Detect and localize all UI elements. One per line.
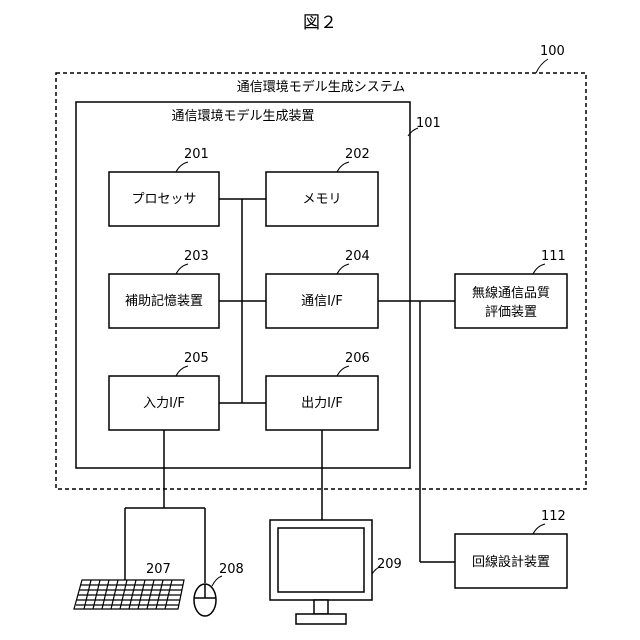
aux-storage-label: 補助記憶装置 <box>125 293 203 309</box>
system-ref-number: 100 <box>540 44 565 59</box>
figure-label: 図２ <box>303 13 337 33</box>
output-if-ref-number: 206 <box>345 351 370 366</box>
input-if-label: 入力I/F <box>143 396 185 411</box>
comm-if-label: 通信I/F <box>301 294 343 309</box>
system-ref-leader <box>536 59 548 73</box>
comm-if-ref-number: 204 <box>345 249 370 264</box>
wireless-eval-ref-leader <box>533 264 545 274</box>
mouse-icon <box>194 584 216 616</box>
mouse-ref-number: 208 <box>219 562 244 577</box>
external-connections <box>378 301 455 562</box>
memory-label: メモリ <box>302 192 341 207</box>
processor-label: プロセッサ <box>131 192 196 207</box>
line-design-label: 回線設計装置 <box>472 554 550 570</box>
keyboard-ref-number: 207 <box>146 562 171 577</box>
wireless-eval-ref-number: 111 <box>541 249 566 264</box>
system-title: 通信環境モデル生成システム <box>237 79 406 95</box>
device-ref-number: 101 <box>416 116 441 131</box>
internal-bus <box>219 199 266 403</box>
processor-ref-number: 201 <box>184 147 209 162</box>
memory-ref-number: 202 <box>345 147 370 162</box>
comm-if-ref-leader <box>337 264 349 274</box>
line-design-ref-number: 112 <box>541 509 566 524</box>
input-cable <box>125 430 205 583</box>
output-if-ref-leader <box>337 366 349 376</box>
line-design-ref-leader <box>533 524 545 534</box>
keyboard-icon <box>74 580 184 609</box>
input-if-ref-number: 205 <box>184 351 209 366</box>
output-if-label: 出力I/F <box>301 396 343 411</box>
input-if-ref-leader <box>176 366 188 376</box>
aux-storage-ref-leader <box>176 264 188 274</box>
device-title: 通信環境モデル生成装置 <box>171 108 314 124</box>
monitor-icon <box>270 520 372 624</box>
memory-ref-leader <box>337 162 349 172</box>
monitor-ref-number: 209 <box>377 557 402 572</box>
mouse-ref-leader <box>212 576 222 586</box>
wireless-eval-label-line2: 評価装置 <box>485 305 537 320</box>
wireless-eval-label-line1: 無線通信品質 <box>472 285 550 301</box>
aux-storage-ref-number: 203 <box>184 249 209 264</box>
processor-ref-leader <box>176 162 188 172</box>
